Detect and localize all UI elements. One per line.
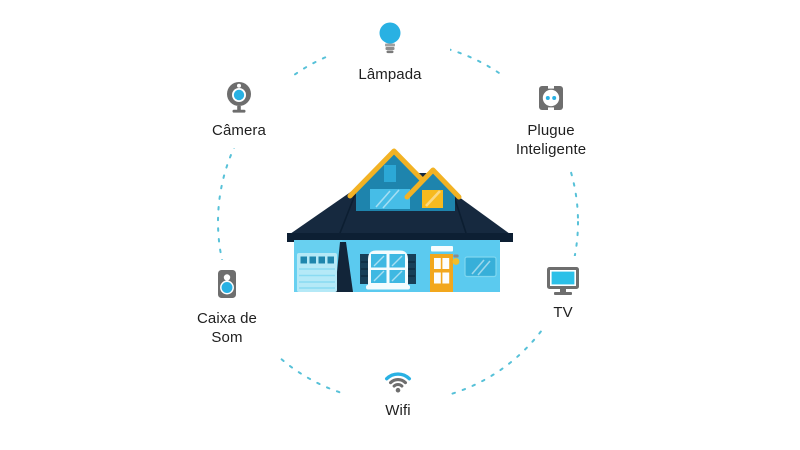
tv-icon xyxy=(544,264,582,296)
garage-door xyxy=(297,253,337,292)
bay-window xyxy=(360,250,416,290)
device-label: Wifi xyxy=(385,402,411,419)
house-eaves xyxy=(287,233,513,242)
device-label: Caixa de Som xyxy=(196,310,257,346)
speaker-icon xyxy=(213,268,241,302)
device-label: Câmera xyxy=(212,122,266,139)
wifi-icon xyxy=(378,364,418,394)
smart-plug-icon xyxy=(535,82,567,114)
device-label: TV xyxy=(553,304,573,321)
webcam-icon xyxy=(223,80,255,114)
device-label: Plugue Inteligente xyxy=(515,122,587,158)
device-plugue-inteligente: Plugue Inteligente xyxy=(493,74,609,167)
device-caixa-de-som: Caixa de Som xyxy=(172,260,282,355)
light-bulb-icon xyxy=(377,22,403,58)
porch-lamp xyxy=(452,254,460,265)
small-gable xyxy=(404,167,462,211)
device-camera: Câmera xyxy=(184,72,294,148)
device-wifi: Wifi xyxy=(345,356,451,428)
house-illustration xyxy=(287,148,513,292)
device-lampada: Lâmpada xyxy=(330,14,450,92)
side-window xyxy=(464,256,497,278)
device-tv: TV xyxy=(510,256,616,330)
front-door xyxy=(430,246,453,292)
device-label: Lâmpada xyxy=(358,66,422,83)
